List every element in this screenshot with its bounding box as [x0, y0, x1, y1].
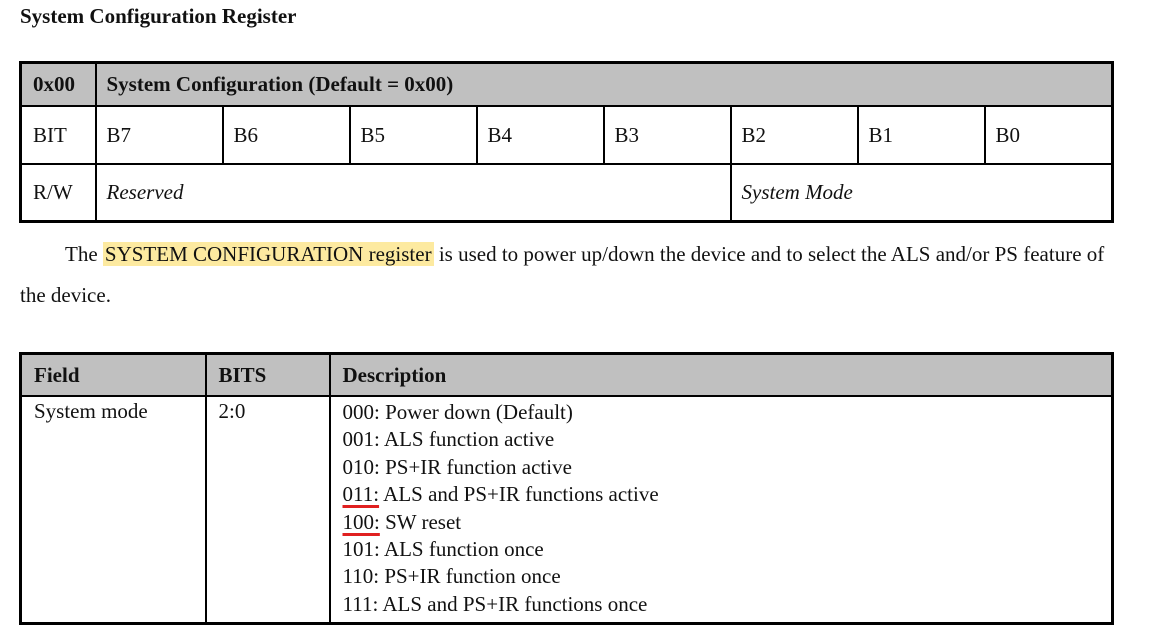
description-line: 100: SW reset — [343, 509, 1100, 536]
section-title: System Configuration Register — [20, 4, 297, 28]
mode-code: 110: — [342, 564, 380, 589]
description-cell: 000: Power down (Default) 001: ALS funct… — [328, 395, 1114, 625]
mode-text: PS+IR function once — [384, 564, 561, 589]
mode-text: ALS and PS+IR functions once — [382, 591, 648, 616]
description-line: 111: ALS and PS+IR functions once — [343, 591, 1100, 618]
bit-cell-b3: B3 — [602, 105, 732, 165]
bit-cell-b4: B4 — [475, 105, 605, 165]
register-rw-row: R/W Reserved System Mode — [19, 163, 1114, 223]
system-mode-field: System Mode — [729, 163, 1114, 223]
mode-code: 010: — [342, 454, 380, 479]
paragraph-suffix: is used to power up/down the device and … — [20, 242, 1105, 307]
mode-code: 101: — [342, 537, 380, 562]
register-header-row: 0x00 System Configuration (Default = 0x0… — [19, 61, 1114, 107]
register-table: 0x00 System Configuration (Default = 0x0… — [19, 61, 1115, 223]
table-row: System mode 2:0 000: Power down (Default… — [19, 395, 1114, 625]
bits-cell: 2:0 — [204, 395, 331, 625]
bit-row-label: BIT — [19, 105, 97, 165]
field-table: Field BITS Description System mode 2:0 0… — [19, 352, 1114, 626]
description-line: 010: PS+IR function active — [343, 454, 1100, 481]
mode-code: 000: — [342, 400, 380, 424]
header-field: Field — [19, 352, 207, 397]
description-line: 000: Power down (Default) — [343, 399, 1100, 426]
mode-text: SW reset — [385, 509, 462, 534]
bit-cell-b2: B2 — [729, 105, 859, 165]
register-name: System Configuration (Default = 0x00) — [94, 61, 1114, 107]
mode-code: 001: — [342, 427, 380, 452]
description-line: 001: ALS function active — [343, 426, 1100, 453]
header-description: Description — [328, 352, 1114, 397]
mode-text: ALS function active — [383, 427, 555, 452]
mode-text: Power down (Default) — [385, 400, 573, 424]
mode-text: PS+IR function active — [385, 454, 572, 479]
rw-row-label: R/W — [19, 163, 97, 223]
register-address: 0x00 — [19, 61, 97, 107]
reserved-field: Reserved — [94, 163, 732, 223]
description-line: 011: ALS and PS+IR functions active — [343, 481, 1100, 508]
description-paragraph: The SYSTEM CONFIGURATION register is use… — [20, 234, 1130, 316]
mode-code-underlined: 100: — [342, 509, 380, 534]
paragraph-highlight: SYSTEM CONFIGURATION register — [102, 242, 434, 266]
header-bits: BITS — [204, 352, 331, 397]
bit-cell-b5: B5 — [348, 105, 478, 165]
field-table-header-row: Field BITS Description — [19, 352, 1114, 397]
mode-code: 111: — [342, 591, 379, 616]
mode-text: ALS function once — [383, 537, 544, 562]
bit-cell-b1: B1 — [856, 105, 986, 165]
bit-cell-b6: B6 — [221, 105, 351, 165]
paragraph-prefix: The — [65, 242, 98, 266]
description-line: 101: ALS function once — [343, 536, 1100, 563]
field-name-cell: System mode — [19, 395, 207, 625]
mode-text: ALS and PS+IR functions active — [383, 482, 659, 507]
mode-code-underlined: 011: — [342, 482, 380, 507]
description-line: 110: PS+IR function once — [343, 563, 1100, 590]
bit-cell-b0: B0 — [983, 105, 1114, 165]
register-bit-row: BIT B7 B6 B5 B4 B3 B2 B1 B0 — [19, 105, 1114, 165]
bit-cell-b7: B7 — [94, 105, 224, 165]
